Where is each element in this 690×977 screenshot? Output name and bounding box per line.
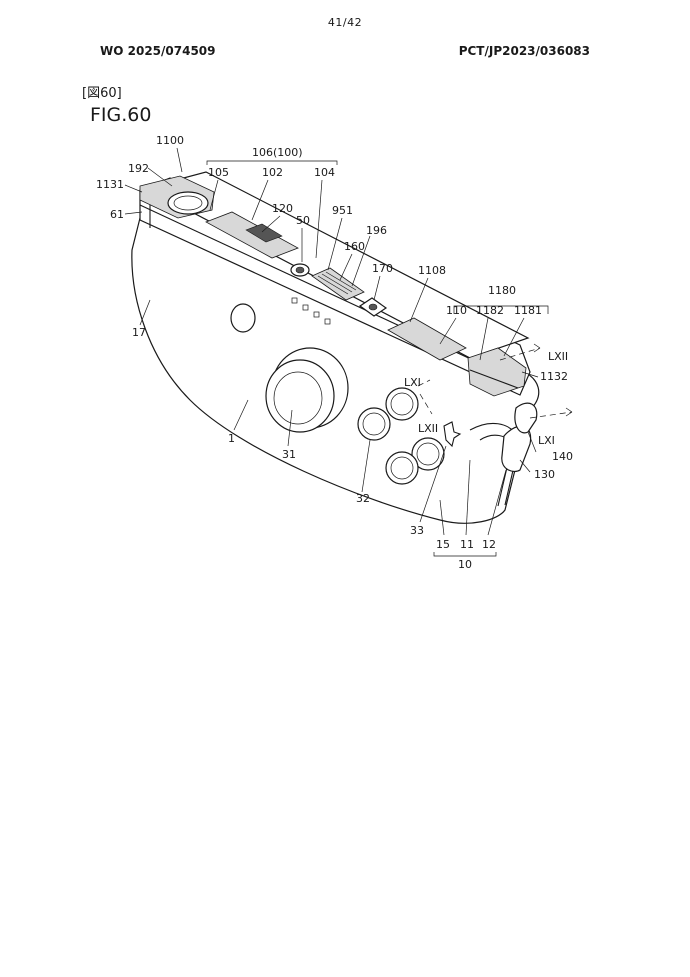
- figure-bracket-label: [図60]: [82, 86, 122, 101]
- label-lxii-a: LXII: [548, 350, 568, 363]
- label-130: 130: [534, 468, 555, 481]
- label-lxi-b: LXI: [538, 434, 555, 447]
- label-140: 140: [552, 450, 573, 463]
- label-11: 11: [460, 538, 474, 551]
- label-1131: 1131: [96, 178, 124, 191]
- label-12: 12: [482, 538, 496, 551]
- label-192: 192: [128, 162, 149, 175]
- label-1100: 1100: [156, 134, 184, 147]
- label-lxi-a: LXI: [404, 376, 421, 389]
- label-105: 105: [208, 166, 229, 179]
- leader-lines: [124, 147, 573, 557]
- label-1108: 1108: [418, 264, 446, 277]
- reference-labels: 1100 192 1131 61 106(100) 105 102 104 12…: [96, 134, 573, 571]
- label-1132: 1132: [540, 370, 568, 383]
- label-120: 120: [272, 202, 293, 215]
- publication-number: WO 2025/074509: [100, 44, 216, 58]
- label-170: 170: [372, 262, 393, 275]
- label-15: 15: [436, 538, 450, 551]
- label-102: 102: [262, 166, 283, 179]
- label-160: 160: [344, 240, 365, 253]
- label-31: 31: [282, 448, 296, 461]
- label-10: 10: [458, 558, 472, 571]
- label-106: 106(100): [252, 146, 303, 159]
- figure-title: FIG.60: [90, 104, 152, 126]
- label-50: 50: [296, 214, 310, 227]
- label-110: 110: [446, 304, 467, 317]
- label-lxii-b: LXII: [418, 422, 438, 435]
- label-32: 32: [356, 492, 370, 505]
- controller-body: [131, 171, 540, 524]
- label-196: 196: [366, 224, 387, 237]
- label-1181: 1181: [514, 304, 542, 317]
- label-1: 1: [228, 432, 235, 445]
- label-61: 61: [110, 208, 124, 221]
- page-number: 41/42: [327, 16, 363, 29]
- label-951: 951: [332, 204, 353, 217]
- label-17: 17: [132, 326, 146, 339]
- label-33: 33: [410, 524, 424, 537]
- label-104: 104: [314, 166, 335, 179]
- label-1182: 1182: [476, 304, 504, 317]
- application-number: PCT/JP2023/036083: [458, 44, 590, 58]
- label-1180: 1180: [488, 284, 516, 297]
